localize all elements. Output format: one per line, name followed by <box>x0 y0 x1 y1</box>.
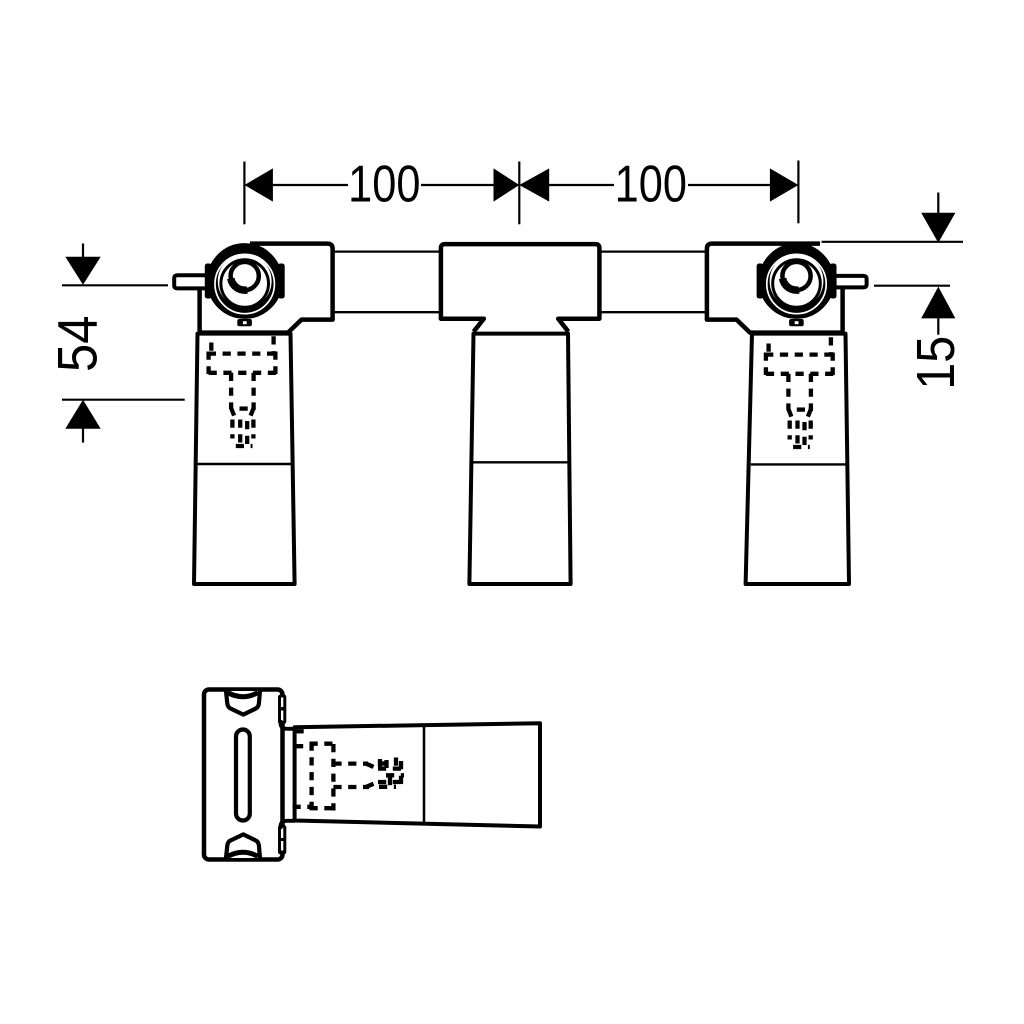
svg-text:54: 54 <box>47 316 109 372</box>
svg-text:100: 100 <box>348 156 420 214</box>
svg-text:15: 15 <box>906 336 966 390</box>
svg-text:100: 100 <box>615 156 687 214</box>
